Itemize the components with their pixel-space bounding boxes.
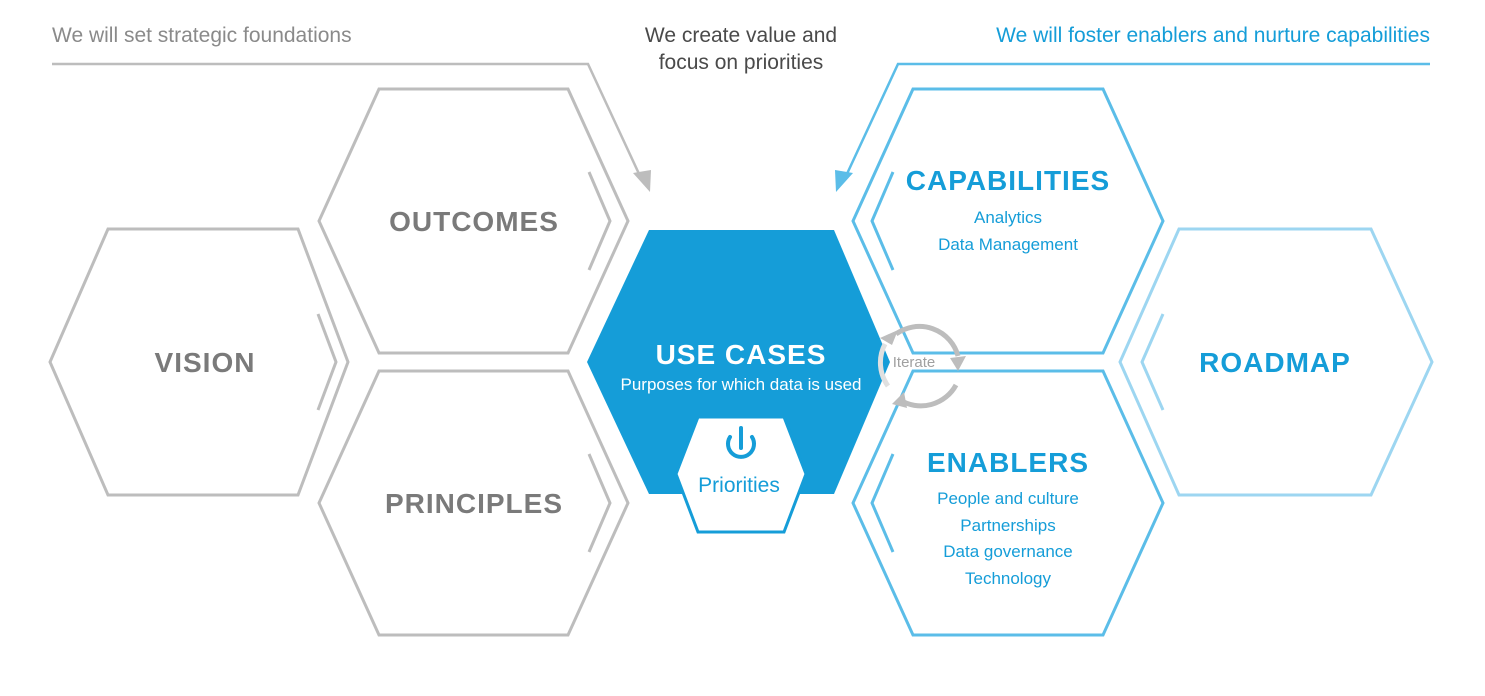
outcomes-hex: OUTCOMES [317,87,630,355]
capabilities-item: Data Management [938,235,1078,254]
header-left: We will set strategic foundations [52,24,352,47]
use-cases-title: USE CASES [656,339,827,370]
use-cases-hex: USE CASES Purposes for which data is use… [587,230,890,494]
vision-title: VISION [155,347,256,378]
capabilities-hex: CAPABILITIES Analytics Data Management [851,87,1165,355]
enablers-hex: ENABLERS People and culture Partnerships… [851,369,1165,637]
right-flow-arrowhead [835,170,853,192]
enablers-item: People and culture [937,489,1079,508]
capabilities-item: Analytics [974,208,1042,227]
left-flow-arrowhead [633,170,651,192]
priorities-label: Priorities [698,474,780,497]
header-center-line1: We create value and [645,24,837,47]
enablers-title: ENABLERS [927,447,1089,478]
capabilities-title: CAPABILITIES [906,165,1110,196]
principles-hex: PRINCIPLES [317,369,630,637]
left-flow-arrow-line [52,62,642,177]
power-icon [726,426,756,459]
right-flow-arrow-line [844,62,1430,177]
enablers-item: Data governance [943,542,1072,561]
vision-hex: VISION [48,227,350,497]
cycle-arrows-icon [877,323,966,409]
header-right: We will foster enablers and nurture capa… [996,24,1430,47]
priorities-hex: Priorities [674,415,808,534]
header-center-line2: focus on priorities [659,51,824,74]
roadmap-hex: ROADMAP [1118,227,1434,497]
enablers-item: Technology [965,569,1052,588]
iterate-label: Iterate [893,354,936,371]
use-cases-subtitle: Purposes for which data is used [621,375,862,394]
outcomes-title: OUTCOMES [389,206,559,237]
roadmap-title: ROADMAP [1199,347,1351,378]
iterate-label-halo: Iterate [893,354,936,371]
enablers-item: Partnerships [960,516,1055,535]
principles-title: PRINCIPLES [385,488,563,519]
